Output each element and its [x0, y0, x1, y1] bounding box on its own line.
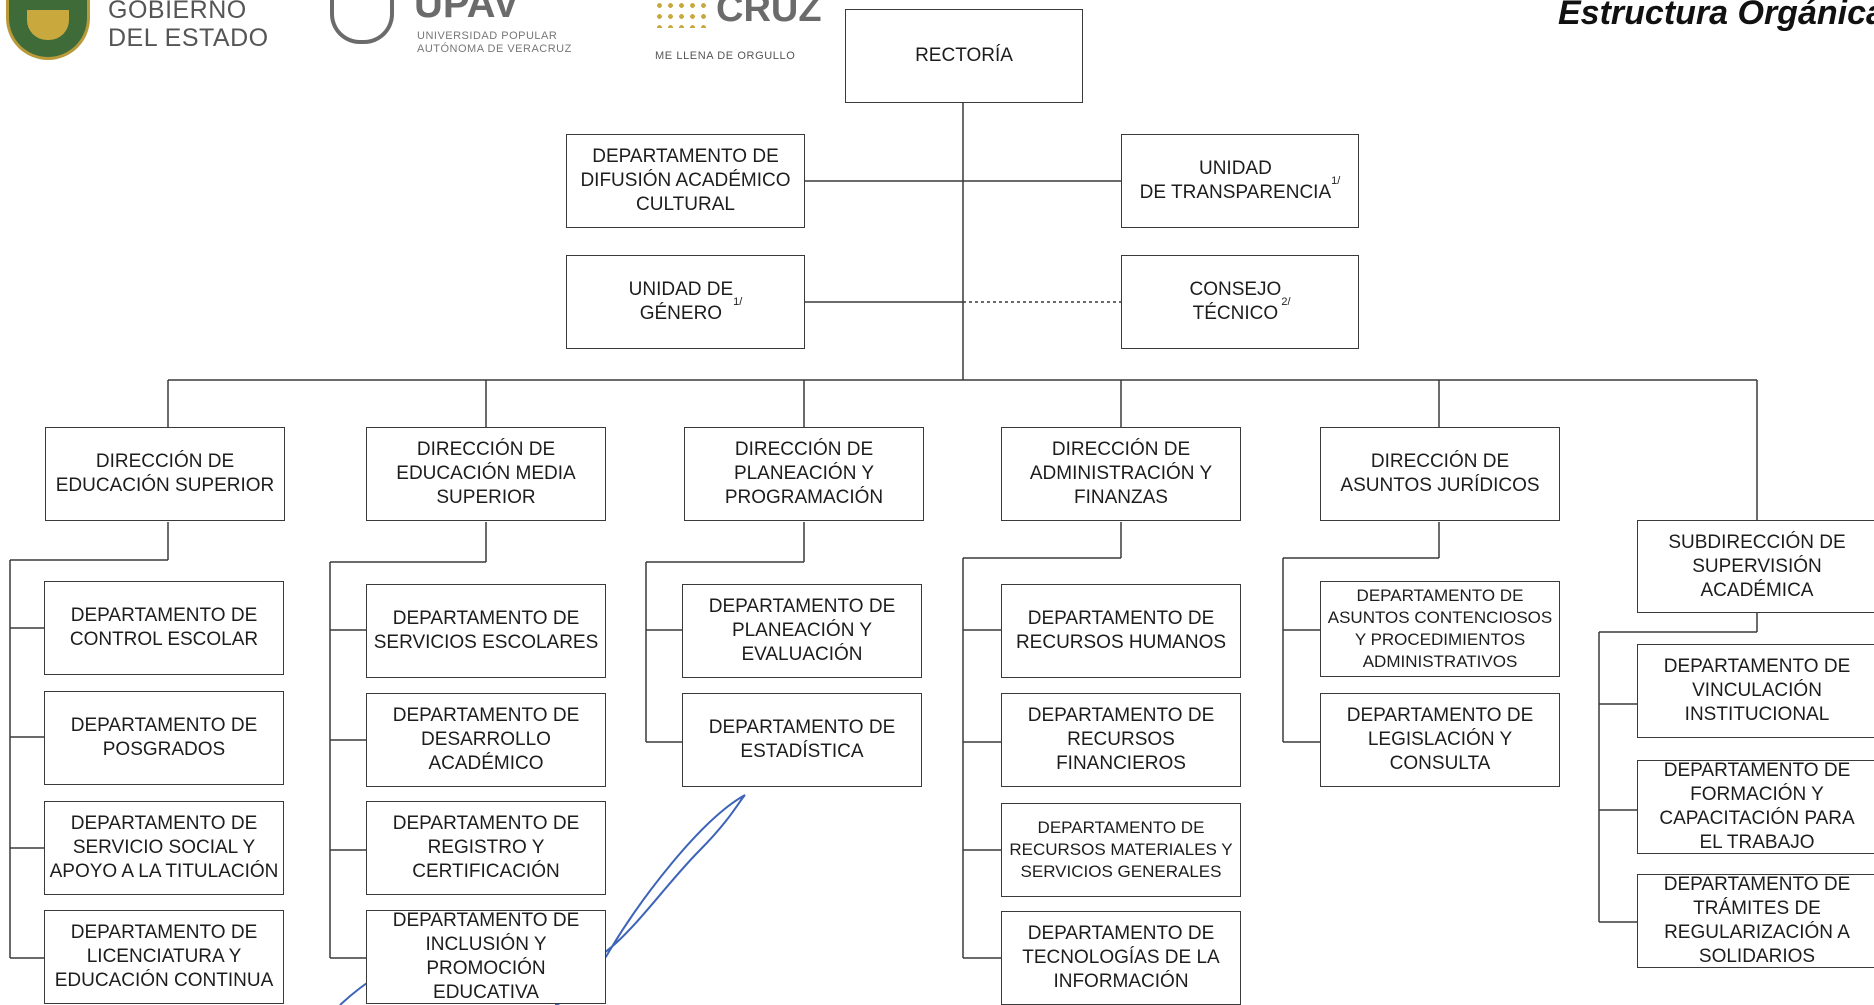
- dept-inclusion-box: DEPARTAMENTO DE INCLUSIÓN Y PROMOCIÓN ED…: [366, 910, 606, 1004]
- dir-juridicos-box: DIRECCIÓN DE ASUNTOS JURÍDICOS: [1320, 427, 1560, 521]
- dept-servicios-escolares-box: DEPARTAMENTO DE SERVICIOS ESCOLARES: [366, 584, 606, 678]
- state-seal-logo: [6, 0, 90, 60]
- difusion-box: DEPARTAMENTO DE DIFUSIÓN ACADÉMICO CULTU…: [566, 134, 805, 228]
- dept-tecnologias-box: DEPARTAMENTO DE TECNOLOGÍAS DE LA INFORM…: [1001, 911, 1241, 1005]
- rectoria-box: RECTORÍA: [845, 9, 1083, 103]
- dept-desarrollo-academico-box: DEPARTAMENTO DE DESARROLLO ACADÉMICO: [366, 693, 606, 787]
- veracruz-logo-mark: [654, 0, 708, 28]
- genero-footnote: 1/: [733, 296, 743, 308]
- upav-logo-title: UPAV: [414, 0, 520, 26]
- transparencia-footnote: 1/: [1331, 175, 1341, 187]
- dept-servicio-social-box: DEPARTAMENTO DE SERVICIO SOCIAL Y APOYO …: [44, 801, 284, 895]
- dept-vinculacion-box: DEPARTAMENTO DE VINCULACIÓN INSTITUCIONA…: [1637, 644, 1874, 738]
- upav-logo-subtitle: UNIVERSIDAD POPULAR AUTÓNOMA DE VERACRUZ: [417, 30, 572, 55]
- page-heading: Estructura Orgánica: [1558, 0, 1874, 32]
- dept-control-escolar-box: DEPARTAMENTO DE CONTROL ESCOLAR: [44, 581, 284, 675]
- dept-posgrados-box: DEPARTAMENTO DE POSGRADOS: [44, 691, 284, 785]
- dept-licenciatura-box: DEPARTAMENTO DE LICENCIATURA Y EDUCACIÓN…: [44, 910, 284, 1004]
- dept-estadistica-box: DEPARTAMENTO DE ESTADÍSTICA: [682, 693, 922, 787]
- dept-formacion-box: DEPARTAMENTO DE FORMACIÓN Y CAPACITACIÓN…: [1637, 760, 1874, 854]
- veracruz-logo-title: CRUZ: [716, 0, 822, 30]
- dept-asuntos-contenciosos-box: DEPARTAMENTO DE ASUNTOS CONTENCIOSOS Y P…: [1320, 581, 1560, 677]
- subdir-supervision-box: SUBDIRECCIÓN DE SUPERVISIÓN ACADÉMICA: [1637, 520, 1874, 613]
- genero-label: UNIDAD DE GÉNERO: [628, 279, 734, 324]
- consejo-label: CONSEJO TÉCNICO: [1189, 279, 1282, 324]
- dept-tramites-box: DEPARTAMENTO DE TRÁMITES DE REGULARIZACI…: [1637, 874, 1874, 968]
- dir-educacion-superior-box: DIRECCIÓN DE EDUCACIÓN SUPERIOR: [45, 427, 285, 521]
- dept-recursos-financieros-box: DEPARTAMENTO DE RECURSOS FINANCIEROS: [1001, 693, 1241, 787]
- dir-educacion-media-box: DIRECCIÓN DE EDUCACIÓN MEDIA SUPERIOR: [366, 427, 606, 521]
- dir-planeacion-box: DIRECCIÓN DE PLANEACIÓN Y PROGRAMACIÓN: [684, 427, 924, 521]
- dept-recursos-materiales-box: DEPARTAMENTO DE RECURSOS MATERIALES Y SE…: [1001, 803, 1241, 897]
- veracruz-slogan: ME LLENA DE ORGULLO: [655, 50, 796, 62]
- upav-logo-mark: [330, 0, 394, 44]
- consejo-footnote: 2/: [1281, 296, 1291, 308]
- dir-administracion-box: DIRECCIÓN DE ADMINISTRACIÓN Y FINANZAS: [1001, 427, 1241, 521]
- dept-recursos-humanos-box: DEPARTAMENTO DE RECURSOS HUMANOS: [1001, 584, 1241, 678]
- dept-registro-box: DEPARTAMENTO DE REGISTRO Y CERTIFICACIÓN: [366, 801, 606, 895]
- gobierno-logo-text: GOBIERNO DEL ESTADO: [108, 0, 269, 52]
- transparencia-label: UNIDAD DE TRANSPARENCIA: [1139, 158, 1332, 203]
- dept-planeacion-evaluacion-box: DEPARTAMENTO DE PLANEACIÓN Y EVALUACIÓN: [682, 584, 922, 678]
- dept-legislacion-box: DEPARTAMENTO DE LEGISLACIÓN Y CONSULTA: [1320, 693, 1560, 787]
